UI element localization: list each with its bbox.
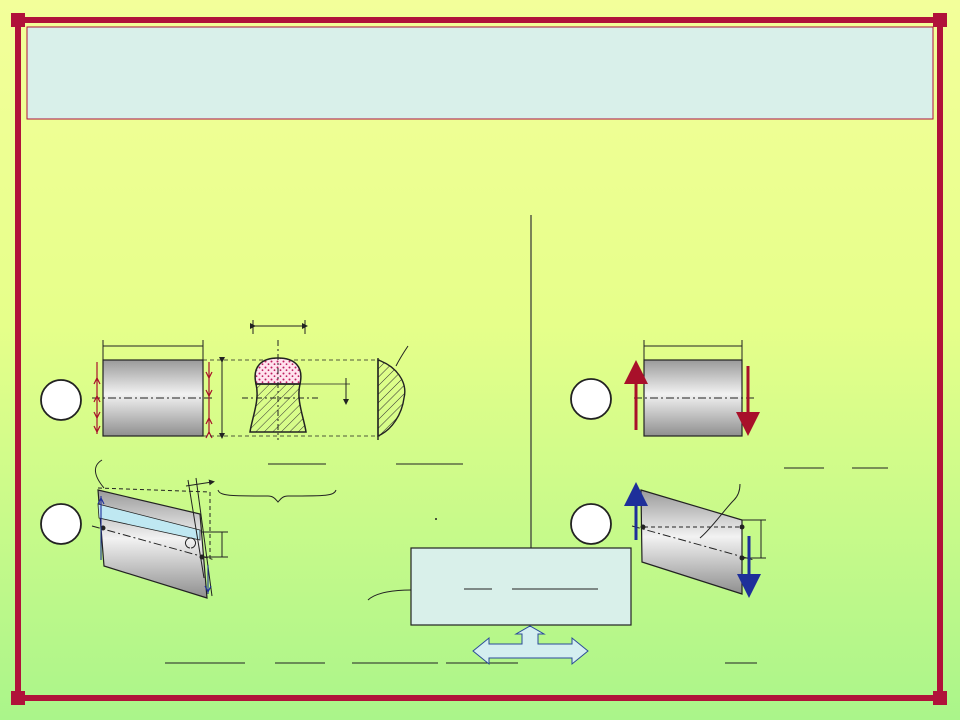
circle-marker-icon [40, 503, 82, 545]
corner-mark-icon [11, 13, 947, 705]
axial-load-cylinder [92, 340, 215, 439]
shear-cylinder [624, 340, 760, 437]
cross-section [242, 320, 350, 440]
circle-marker-icon [570, 378, 612, 420]
circle-marker-icon [570, 503, 612, 545]
circle-marker-icon [40, 379, 82, 421]
info-box [367, 547, 632, 626]
shear-skewed-beam [624, 482, 766, 598]
stress-diagram [377, 345, 409, 440]
slide-frame [15, 17, 943, 701]
bending-beam [91, 459, 228, 599]
brace [217, 489, 337, 503]
projection-lines [203, 359, 380, 437]
dot-mark [435, 518, 437, 520]
label-underlines [165, 463, 888, 664]
double-arrow-icon [472, 625, 589, 666]
title-band [26, 26, 934, 120]
